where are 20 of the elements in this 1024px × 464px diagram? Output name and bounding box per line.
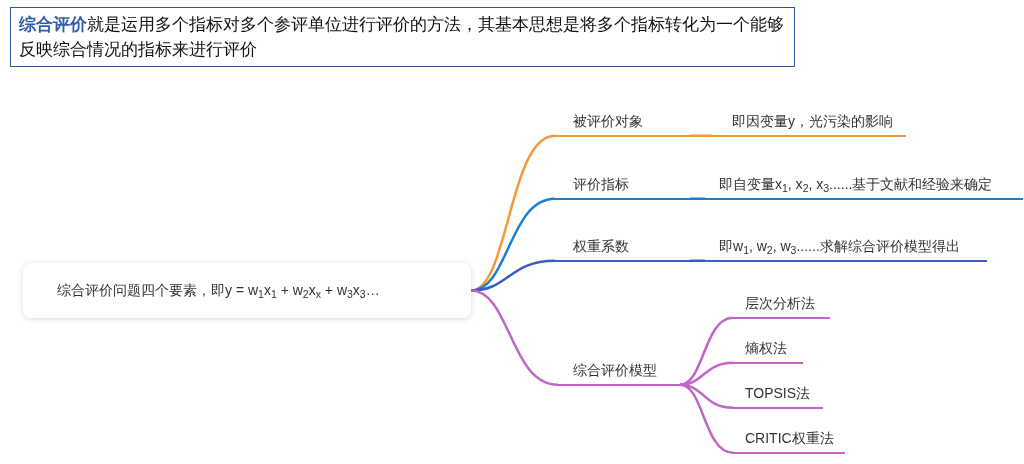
underlined-topic: 综合评价模型 — [558, 359, 680, 386]
branch-line — [679, 361, 734, 386]
heading-text: 综合评价就是运用多个指标对多个参评单位进行评价的方法，其基本思想是将多个指标转化为一个能够反映综合情况的指标来进行评价 — [19, 14, 785, 61]
branch-line — [690, 259, 705, 262]
underlined-topic: 即自变量x$_{1}$, x$_{2}$, x$_{3}$......基于文献和经验来确定 — [705, 173, 1023, 200]
underlined-topic: TOPSIS法 — [733, 382, 823, 409]
branch-line — [690, 134, 712, 137]
underlined-topic: CRITIC权重法 — [733, 427, 845, 454]
underlined-topic: 被评价对象 — [555, 110, 690, 137]
underlined-topic: 权重系数 — [555, 235, 690, 262]
underlined-topic: 评价指标 — [555, 173, 690, 200]
underlined-topic: 熵权法 — [733, 337, 803, 364]
underlined-topic: 层次分析法 — [733, 292, 830, 319]
branch-line — [690, 197, 705, 200]
branch-line — [679, 383, 734, 454]
underlined-topic: 即w$_{1}$, w$_{2}$, w$_{3}$......求解综合评价模型得出 — [705, 235, 987, 262]
branch-line — [470, 289, 559, 386]
root-topic-card: 综合评价问题四个要素，即y = w$_{1}$x$_{1}$ + w$_{2}$x$_{x}$ + w$_{3}$x$_{3}$… — [23, 263, 471, 318]
underlined-topic: 即因变量y，光污染的影响 — [712, 110, 906, 137]
branch-line — [470, 259, 556, 292]
